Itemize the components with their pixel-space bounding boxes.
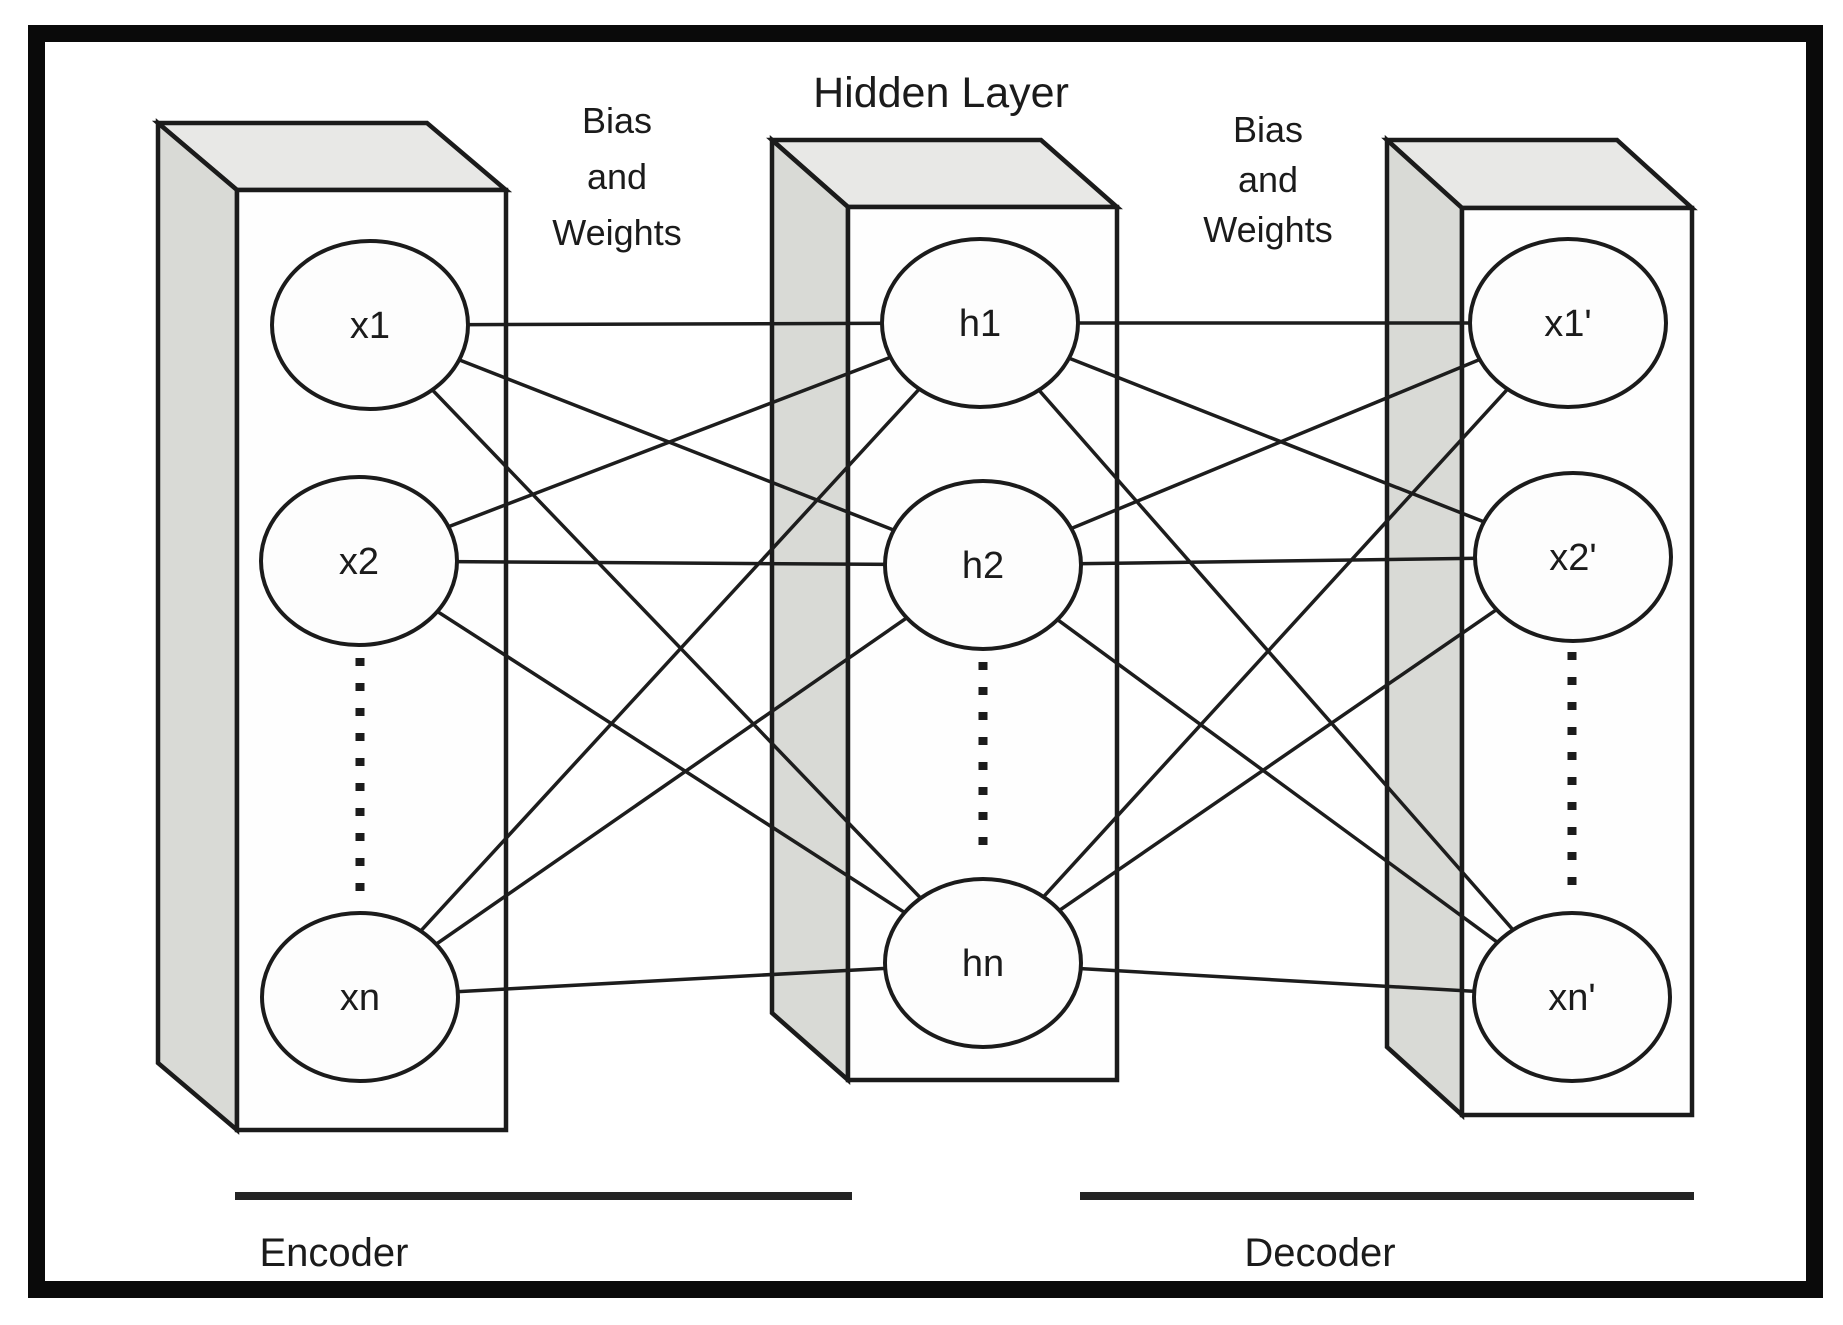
node-xnp-label: xn' [1548,977,1595,1019]
node-xn [260,911,460,1083]
edge-input2-hidden3 [358,559,984,965]
encoder-section: Encoder [235,1192,852,1275]
hidden-layer-nodes: h1 h2 hn [880,237,1083,1049]
node-x1 [270,239,470,411]
hidden-layer-title: Hidden Layer [813,69,1069,117]
edge-input1-hidden2 [369,323,984,567]
node-hn [883,877,1083,1049]
edge-input3-hidden1 [358,321,982,999]
input-layer-nodes: x1 x2 xn [259,239,470,1083]
edge-hidden2-output1 [982,321,1569,567]
edge-input3-hidden3 [359,961,984,999]
encoder-box-side-face [155,118,240,1135]
edge-input1-hidden3 [368,323,985,965]
node-h2 [883,479,1083,651]
node-x1-label: x1 [350,305,390,347]
node-xnp [1472,911,1672,1083]
node-h1 [880,237,1080,409]
edge-hidden3-output2 [982,555,1574,965]
edge-hidden1-output2 [979,321,1574,559]
decoder-box-side-face [1384,134,1465,1121]
hidden-box-side-face [769,135,851,1085]
bias-weights-label-right: Bias and Weights [1203,109,1332,250]
decoder-section: Decoder [1080,1192,1694,1275]
output-layer-nodes: x1' x2' xn' [1468,237,1673,1083]
node-h2-label: h2 [962,545,1004,587]
node-x2-label: x2 [339,541,379,583]
edge-input2-hidden1 [358,321,981,563]
bias-right-line1: Bias [1233,109,1303,150]
bias-left-line2: and [587,156,647,197]
node-x1p-label: x1' [1544,303,1591,345]
edge-input3-hidden2 [359,563,984,999]
bias-weights-label-left: Bias and Weights [552,100,681,253]
encoder-label: Encoder [260,1231,409,1275]
edge-input1-hidden1 [369,321,981,327]
node-x2 [259,475,459,647]
node-x2p [1473,471,1673,643]
node-xn-label: xn [340,977,380,1019]
bias-right-line3: Weights [1203,209,1332,250]
decoder-label: Decoder [1244,1231,1395,1275]
edge-hidden1-output3 [978,321,1574,999]
edge-hidden3-output1 [981,321,1570,965]
bias-left-line1: Bias [582,100,652,141]
node-h1-label: h1 [959,303,1001,345]
edge-hidden2-output3 [981,563,1574,999]
bias-left-line3: Weights [552,212,681,253]
node-hn-label: hn [962,943,1004,985]
node-x2p-label: x2' [1549,537,1596,579]
edge-input2-hidden2 [358,559,984,567]
bias-right-line2: and [1238,159,1298,200]
node-x1p [1468,237,1668,409]
